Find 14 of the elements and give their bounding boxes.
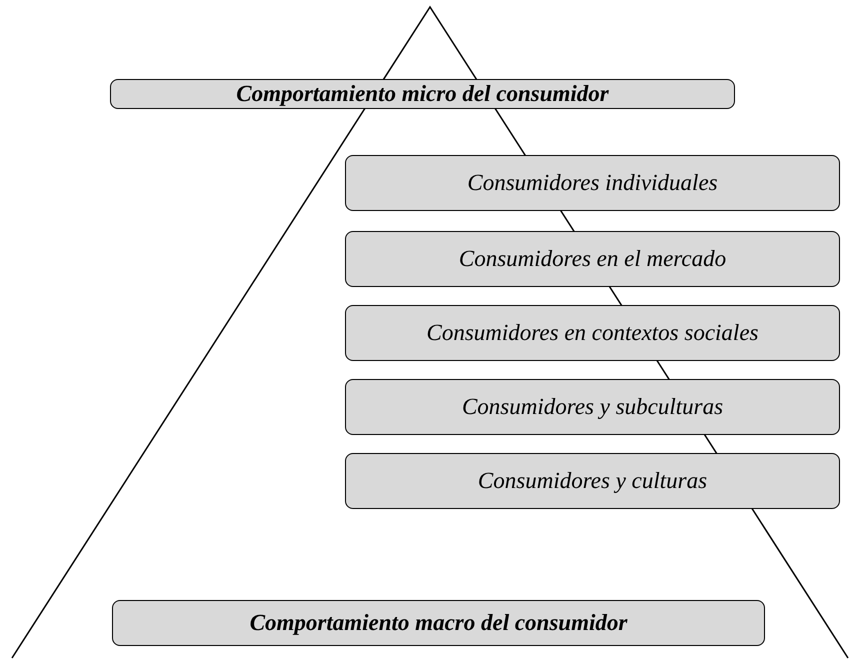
level-label: Comportamiento macro del consumidor — [250, 610, 628, 636]
level-box — [112, 600, 765, 646]
level-label: Consumidores en el mercado — [458, 246, 726, 272]
level-box — [345, 453, 840, 509]
level-box — [345, 379, 840, 435]
level-label: Comportamiento micro del consumidor — [236, 81, 609, 107]
level-label: Consumidores en contextos sociales — [426, 320, 758, 346]
level-box — [345, 231, 840, 287]
level-box — [345, 305, 840, 361]
level-box — [110, 79, 735, 109]
level-label: Consumidores y culturas — [478, 468, 708, 494]
level-box — [345, 155, 840, 211]
level-label: Consumidores individuales — [467, 170, 718, 196]
level-label: Consumidores y subculturas — [462, 394, 724, 420]
